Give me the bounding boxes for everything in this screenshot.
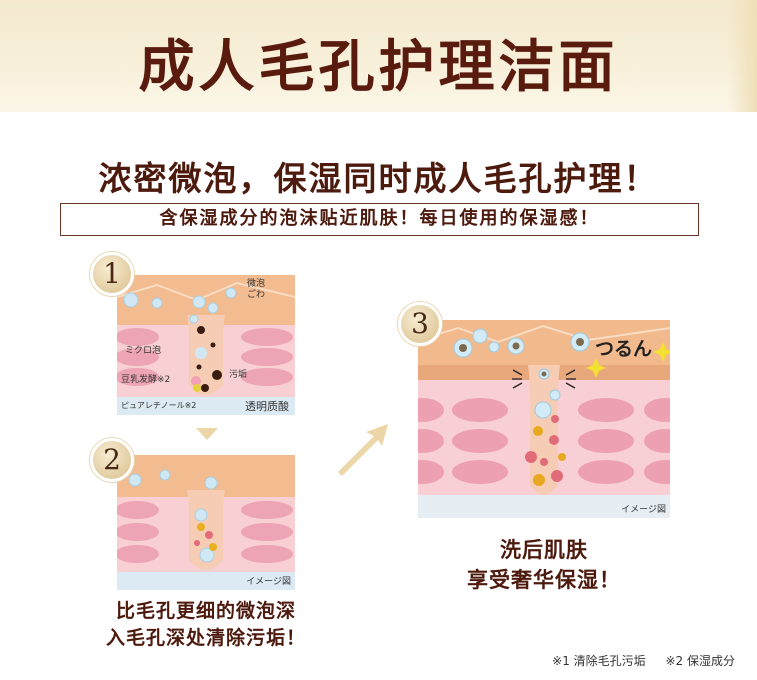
step-3-illustration: つるん イメージ図 xyxy=(400,320,688,518)
skin-diagram xyxy=(115,455,295,590)
step-2-caption: 比毛孔更细的微泡深 入毛孔深处清除污垢！ xyxy=(96,598,316,652)
step-2-illustration: イメージ図 xyxy=(115,455,295,590)
step-1-badge: 1 xyxy=(90,252,134,296)
caption-line: 入毛孔深处清除污垢！ xyxy=(105,627,306,649)
step-1-illustration: 微泡 ごわ ミクロ泡 豆乳发酵※2 污垢 ピュアレチノール※2 透明质酸 xyxy=(115,275,296,415)
title-banner xyxy=(0,0,757,112)
footnote-2: ※2 保湿成分 xyxy=(665,654,735,668)
sparkle-icon xyxy=(586,342,673,378)
page-title: 成人毛孔护理洁面 xyxy=(138,35,619,100)
hyaluronic-label: 透明质酸 xyxy=(245,400,289,413)
footnotes: ※1 清除毛孔污垢 ※2 保湿成分 xyxy=(536,652,735,669)
step-2-badge: 2 xyxy=(90,438,134,482)
image-note: イメージ図 xyxy=(246,577,291,587)
step-3-caption: 洗后肌肤 享受奢华保湿！ xyxy=(434,535,654,595)
caption-line: 比毛孔更细的微泡深 xyxy=(115,600,296,622)
skin-diagram xyxy=(115,275,296,415)
smooth-label: つるん xyxy=(595,338,653,360)
down-arrow-icon xyxy=(196,428,218,440)
caption-line: 享受奢华保湿！ xyxy=(467,568,621,592)
caption-line: 洗后肌肤 xyxy=(500,538,588,562)
retinol-label: ピュアレチノール※2 xyxy=(121,401,197,410)
subheadline-box: 含保湿成分的泡沫贴近肌肤！每日使用的保湿感！ xyxy=(60,203,699,236)
micro-foam-label: ミクロ泡 xyxy=(125,346,162,356)
step-3-badge: 3 xyxy=(398,302,442,346)
footnote-1: ※1 清除毛孔污垢 xyxy=(552,654,646,668)
foam-label: 微泡 ごわ xyxy=(247,279,266,300)
dirt-label: 污垢 xyxy=(229,370,248,380)
diagonal-arrow-icon xyxy=(338,424,388,476)
soy-ferment-label: 豆乳发酵※2 xyxy=(121,375,171,385)
image-note: イメージ図 xyxy=(621,505,666,515)
skin-diagram xyxy=(400,320,688,518)
headline: 浓密微泡，保湿同时成人毛孔护理！ xyxy=(98,159,659,198)
